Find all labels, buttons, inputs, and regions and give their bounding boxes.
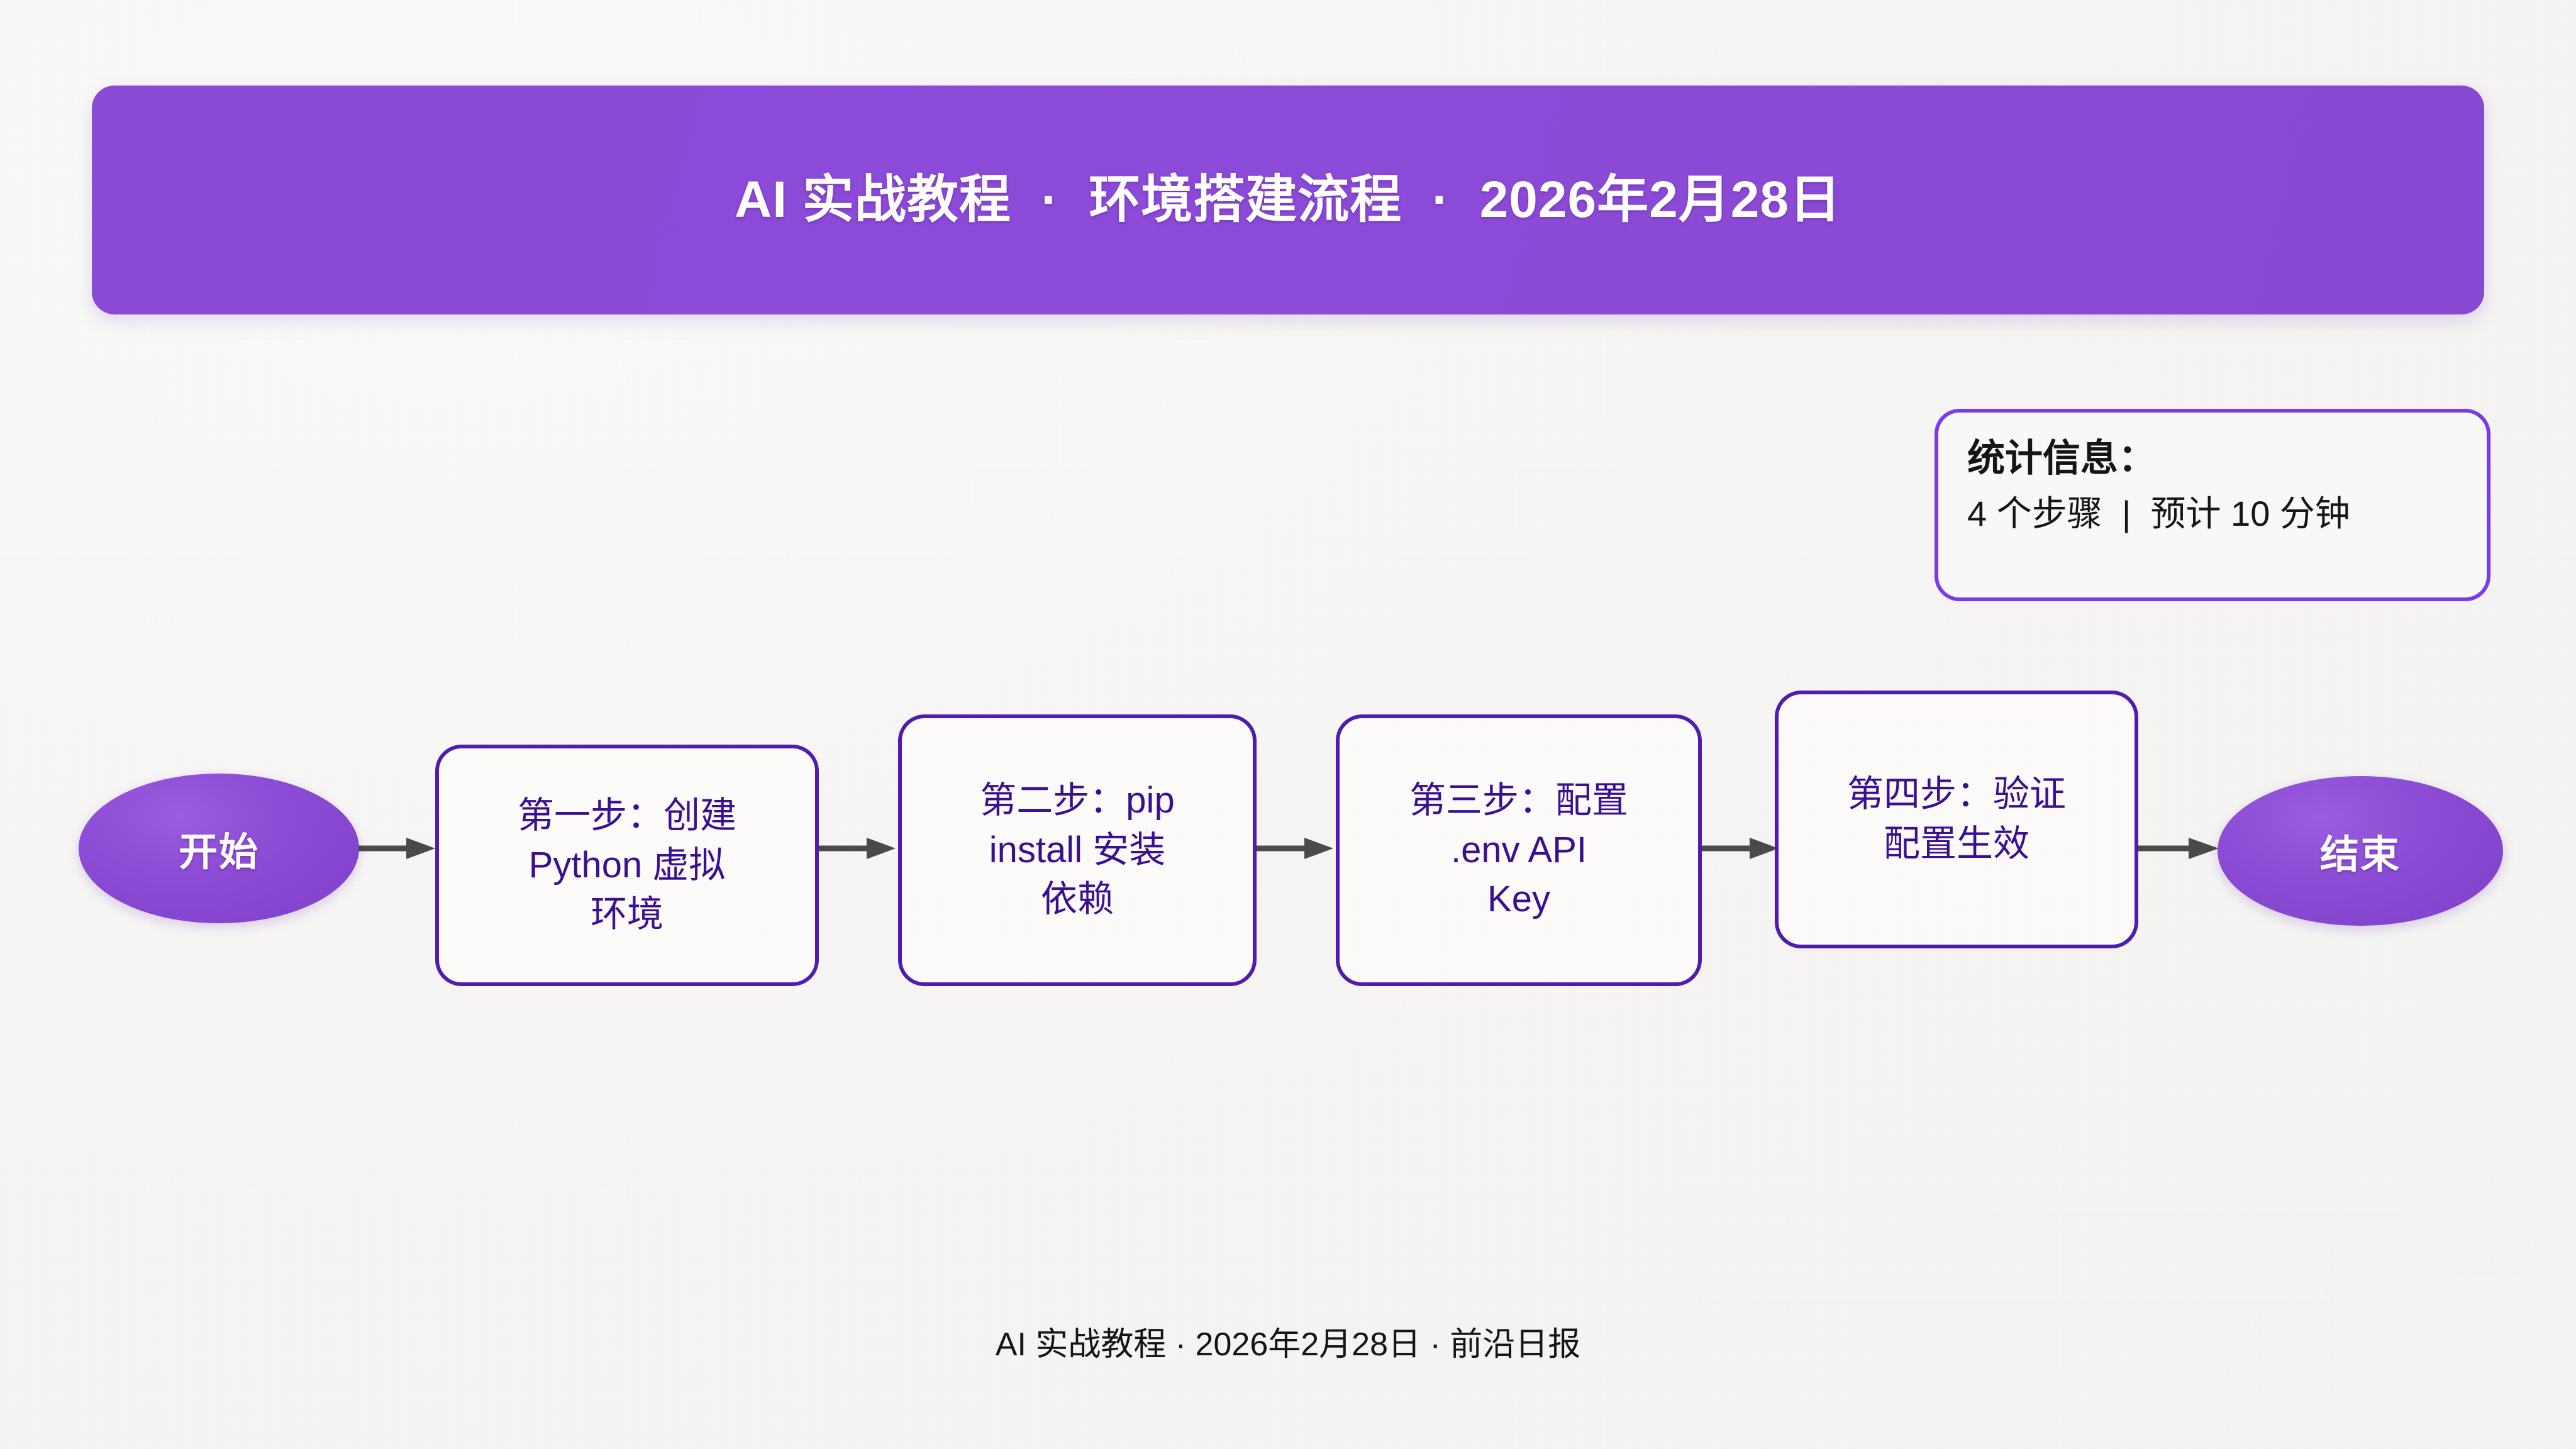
statistics-title: 统计信息：: [1967, 437, 2156, 479]
flow-arrow-start-step1: [358, 838, 435, 859]
flow-arrow-step1-step2: [819, 838, 896, 859]
flow-node-step1[interactable]: 第一步：创建 Python 虚拟 环境: [435, 745, 819, 986]
flow-node-label: 第一步：创建 Python 虚拟 环境: [517, 794, 736, 935]
flow-arrow-step4-end: [2138, 838, 2219, 859]
flow-node-label: 开始: [178, 831, 259, 874]
header-banner: AI 实战教程 · 环境搭建流程 · 2026年2月28日: [92, 86, 2484, 314]
flow-node-label: 结束: [2319, 833, 2401, 877]
flow-node-label: 第三步：配置 .env API Key: [1409, 779, 1628, 920]
flow-arrow-step3-step4: [1702, 838, 1779, 859]
flow-node-step2[interactable]: 第二步：pip install 安装 依赖: [898, 714, 1257, 986]
flow-node-label: 第四步：验证 配置生效: [1846, 774, 2066, 864]
flow-node-start[interactable]: 开始: [79, 774, 359, 923]
flow-node-step4[interactable]: 第四步：验证 配置生效: [1775, 691, 2138, 948]
flow-node-step3[interactable]: 第三步：配置 .env API Key: [1336, 714, 1702, 986]
flow-node-end[interactable]: 结束: [2218, 776, 2503, 926]
page-title: AI 实战教程 · 环境搭建流程 · 2026年2月28日: [735, 170, 1841, 228]
statistics-summary: 4 个步骤 | 预计 10 分钟: [1967, 494, 2350, 534]
flow-arrow-step2-step3: [1257, 838, 1333, 859]
footer-caption: AI 实战教程 · 2026年2月28日 · 前沿日报: [995, 1326, 1581, 1363]
statistics-card: 统计信息： 4 个步骤 | 预计 10 分钟: [1935, 409, 2490, 601]
flow-node-label: 第二步：pip install 安装 依赖: [980, 779, 1175, 920]
